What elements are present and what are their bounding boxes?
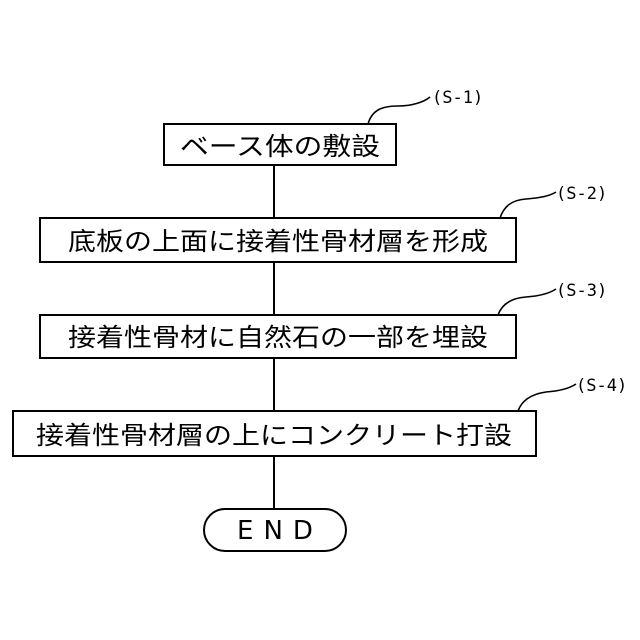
end-terminal-text: END — [237, 516, 323, 546]
step-2-text: 底板の上面に接着性骨材層を形成 — [68, 227, 488, 256]
step-4-label: (S-4) — [576, 376, 627, 396]
step-4: 接着性骨材層の上にコンクリート打設 (S-4) — [13, 376, 627, 456]
end-terminal: END — [204, 509, 346, 551]
step-1-label: (S-1) — [432, 88, 483, 108]
step-3-text: 接着性骨材に自然石の一部を埋設 — [68, 323, 488, 352]
step-4-text: 接着性骨材層の上にコンクリート打設 — [36, 421, 512, 450]
step-2-label-leader — [500, 192, 556, 218]
step-2-label: (S-2) — [556, 184, 607, 204]
step-3: 接着性骨材に自然石の一部を埋設 (S-3) — [40, 281, 607, 358]
step-4-label-leader — [518, 384, 576, 411]
step-2: 底板の上面に接着性骨材層を形成 (S-2) — [40, 184, 607, 262]
step-1: ベース体の敷設 (S-1) — [164, 88, 483, 165]
step-3-label: (S-3) — [556, 281, 607, 301]
step-1-text: ベース体の敷設 — [180, 132, 380, 161]
step-3-label-leader — [498, 289, 556, 315]
step-1-label-leader — [368, 97, 430, 124]
